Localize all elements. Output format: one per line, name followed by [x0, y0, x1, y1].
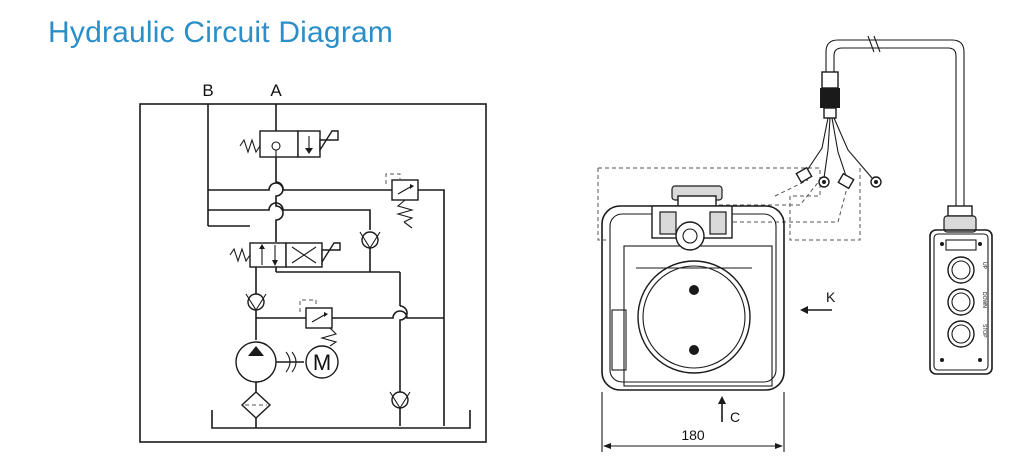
b-line-to-check	[208, 202, 371, 230]
check-valve-right	[359, 231, 381, 272]
pendant-label-down: DOWN	[981, 292, 987, 308]
pendant-button-down[interactable]	[947, 288, 975, 316]
motor-label: M	[313, 350, 331, 375]
control-cable	[795, 35, 965, 206]
solenoid-check-valve	[239, 130, 339, 158]
check-valve-pump	[245, 293, 267, 312]
pendant-label-up: UP	[981, 262, 987, 270]
port-a-label: A	[270, 81, 282, 100]
check-valve-return	[389, 391, 411, 426]
page-title: Hydraulic Circuit Diagram	[48, 16, 394, 49]
line-a-down	[275, 157, 284, 242]
pump-symbol	[235, 341, 304, 383]
power-unit-drawing: K C 180	[597, 167, 861, 452]
pendant-control: UP DOWN STOP	[929, 205, 993, 375]
pendant-label-stop: STOP	[981, 324, 987, 338]
motor-face	[637, 260, 751, 374]
pendant-button-stop[interactable]	[947, 320, 975, 348]
pendant-button-up[interactable]	[947, 256, 975, 284]
relief-valve-main	[299, 299, 338, 347]
pressure-line	[256, 310, 444, 319]
hydraulic-schematic: B A	[139, 81, 487, 443]
view-c-label: C	[730, 409, 740, 425]
directional-valve	[229, 242, 341, 268]
relief-valve-top	[385, 173, 419, 229]
suction-filter	[240, 391, 272, 419]
return-line	[208, 182, 445, 426]
port-b-label: B	[202, 81, 213, 100]
width-dimension: 180	[681, 427, 705, 443]
reservoir-tank	[211, 410, 471, 429]
schematic-frame	[139, 103, 487, 443]
electric-motor: M	[305, 345, 339, 379]
view-k-label: K	[826, 289, 836, 305]
